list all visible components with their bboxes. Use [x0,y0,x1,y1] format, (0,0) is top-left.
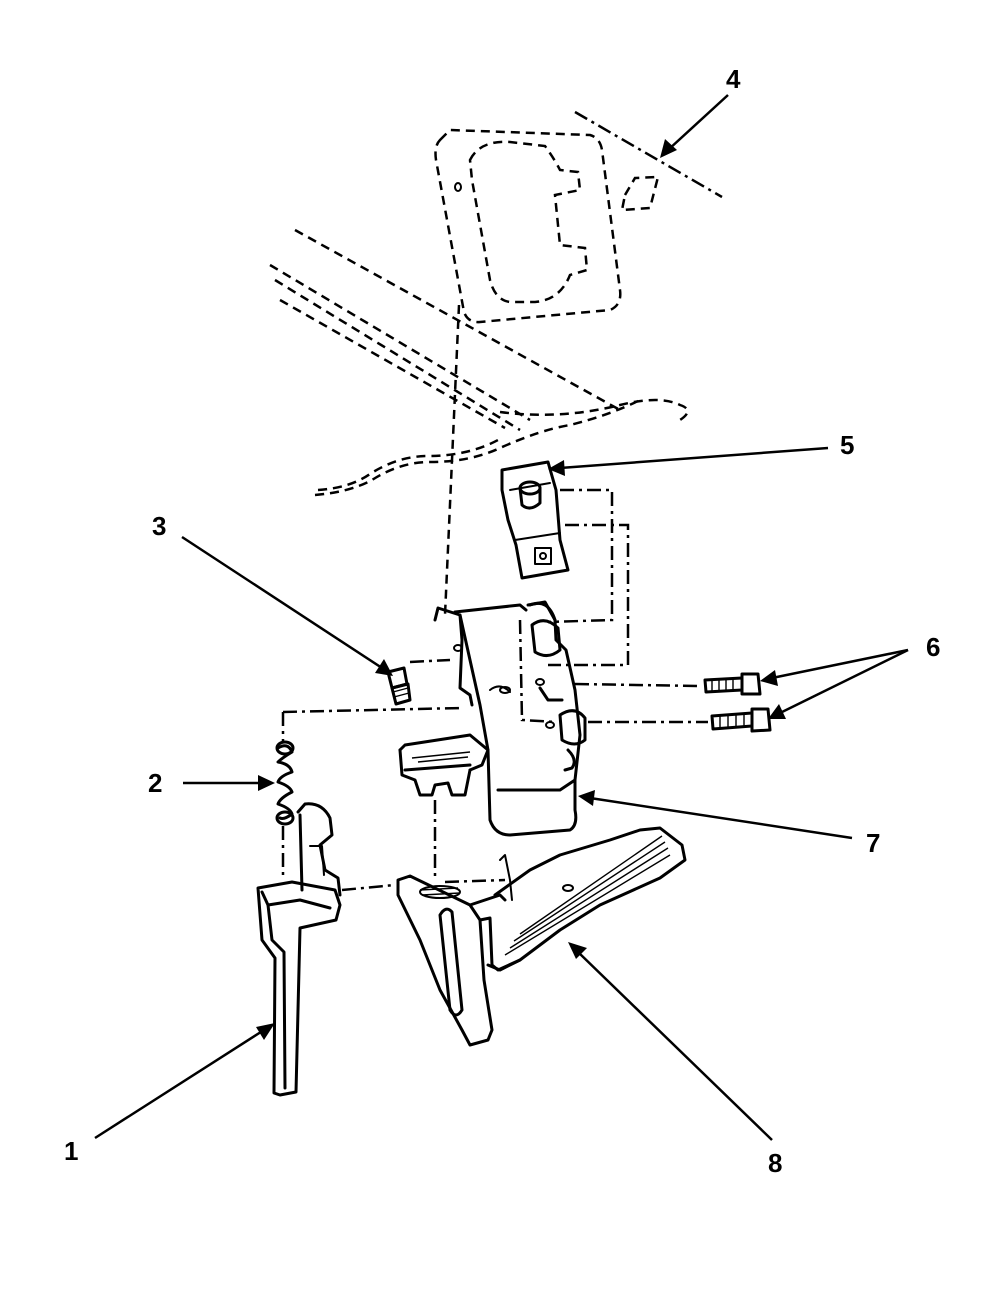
callout-7: 7 [866,828,880,858]
callout-1: 1 [64,1136,78,1166]
callout-labels: 1 2 3 4 5 6 7 8 [64,64,940,1178]
callout-4: 4 [726,64,741,94]
leader-lines [94,94,909,1141]
part-5-switch-block [500,460,630,667]
callout-6: 6 [926,632,940,662]
callout-5: 5 [840,430,854,460]
floor-pan-outline [269,228,689,616]
part-3-bolt [386,658,451,706]
part-1-lever [256,802,396,1097]
callout-3: 3 [152,511,166,541]
part-2-spring [275,706,463,880]
callout-8: 8 [768,1148,782,1178]
callout-2: 2 [148,768,162,798]
part-7-pedal-bracket [398,600,587,837]
part-4-console-plate [434,110,723,324]
part-8-pedal [396,800,687,1047]
part-6-bolts [574,672,772,733]
